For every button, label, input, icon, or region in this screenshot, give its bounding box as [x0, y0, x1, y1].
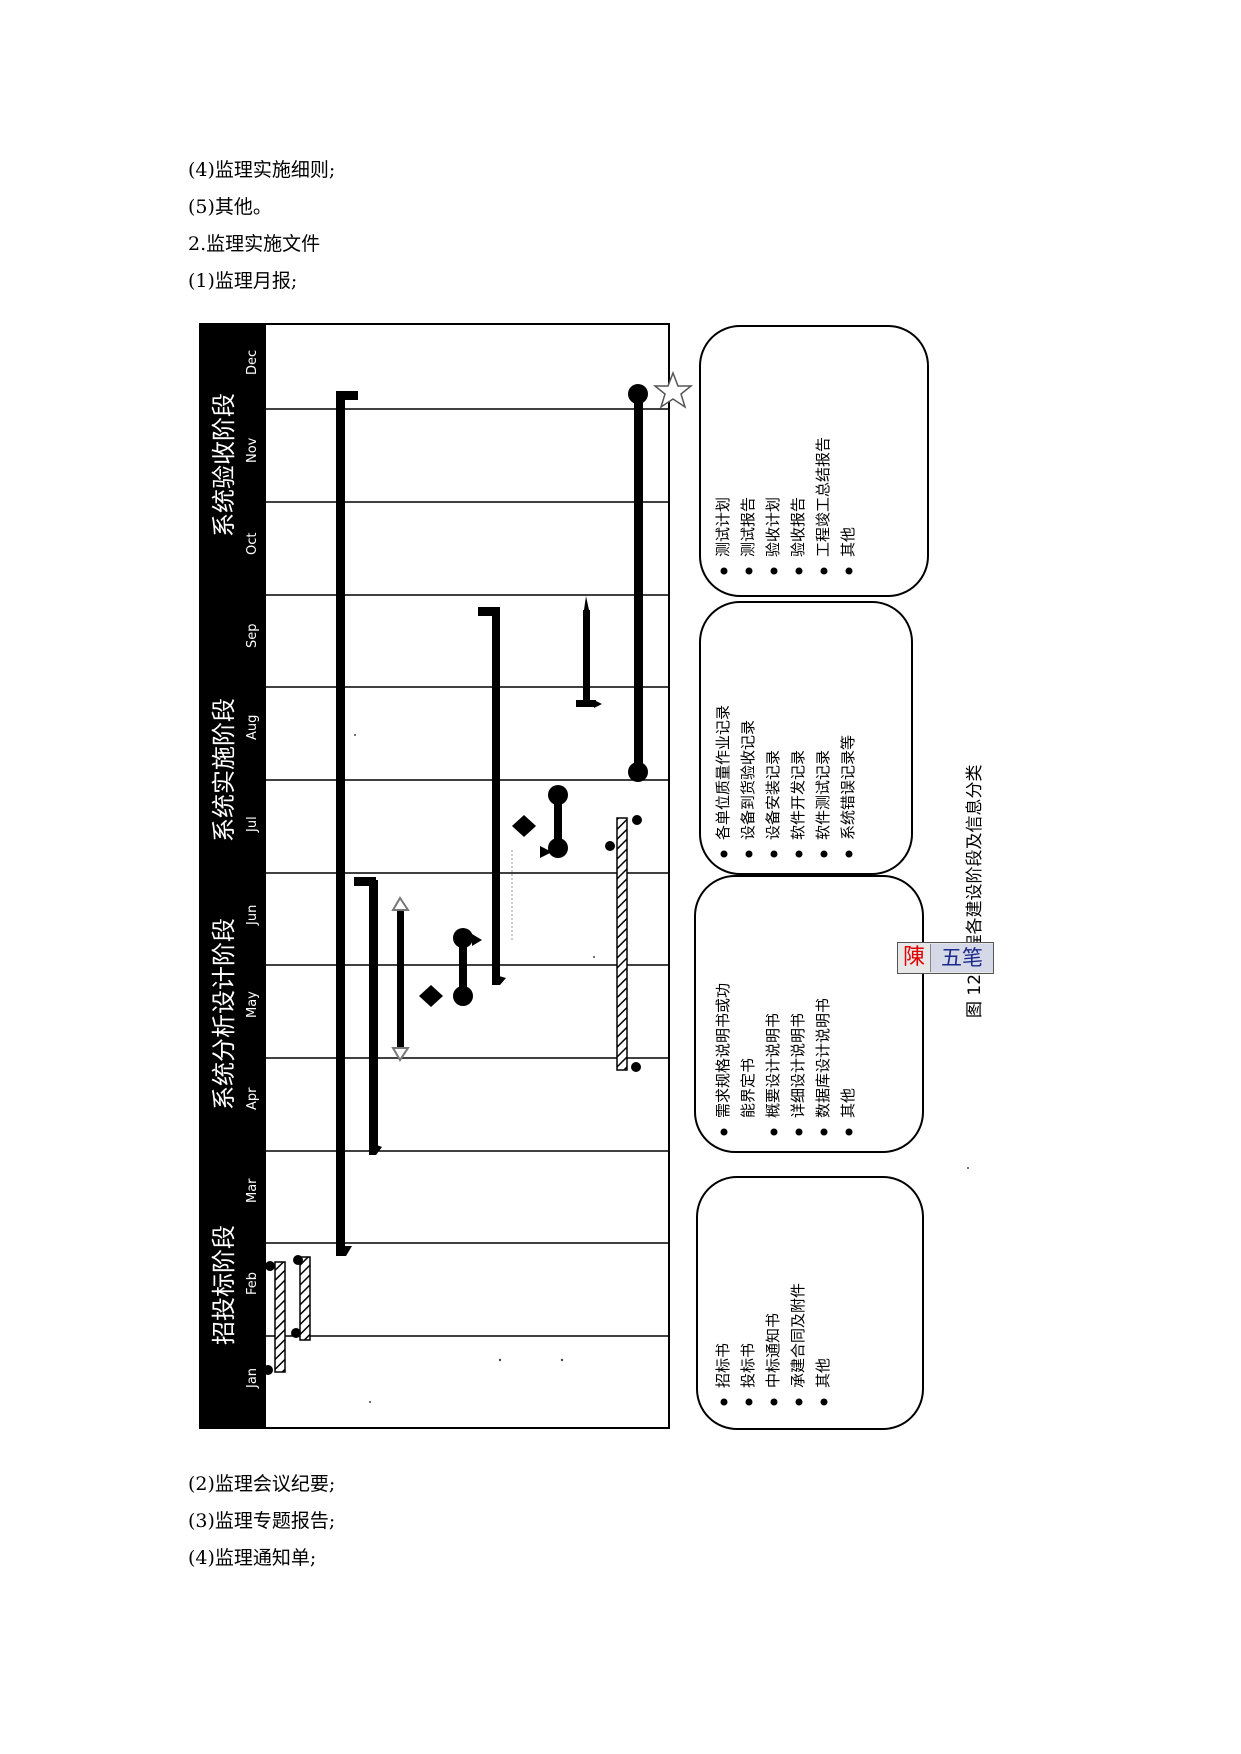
- paragraph-5: (3)监理专题报告;: [188, 1510, 336, 1532]
- list-item: 系统错误记录等: [839, 735, 857, 840]
- month-label-apr: Apr: [245, 1087, 260, 1110]
- diamond-marker: [512, 815, 536, 837]
- list-item: 招标书: [714, 1343, 732, 1388]
- dumbbell-marker: [453, 928, 482, 1006]
- month-label-dec: Dec: [245, 350, 260, 375]
- month-label-oct: Oct: [245, 533, 260, 555]
- section-heading: 2.监理实施文件: [188, 233, 321, 255]
- bidding-bars: [263, 1255, 311, 1375]
- hatched-bar: [299, 1256, 311, 1341]
- list-item: 投标书: [739, 1343, 757, 1388]
- paragraph-4: (2)监理会议纪要;: [188, 1473, 336, 1495]
- acceptance-duration-bar: [628, 384, 648, 782]
- month-header-band: [200, 324, 266, 1428]
- design-duration-bar: [354, 877, 382, 1155]
- list-item: 详细设计说明书: [789, 1013, 807, 1118]
- diamond-marker: [419, 985, 443, 1007]
- hatched-bar: [274, 1261, 286, 1373]
- ime-status-bar[interactable]: 陳 五笔: [897, 942, 994, 974]
- month-label-aug: Aug: [245, 715, 260, 740]
- month-label-jul: Jul: [245, 816, 260, 833]
- list-item: 设备到货验收记录: [739, 720, 757, 840]
- info-box-bidding: [696, 1176, 924, 1430]
- list-item: 验收计划: [764, 497, 782, 557]
- paragraph-1: (4)监理实施细则;: [188, 159, 336, 181]
- list-item: 各单位质量作业记录: [714, 705, 732, 840]
- phase-label-bidding: 招投标阶段: [210, 1225, 238, 1345]
- hatched-bar-implementation: [605, 815, 642, 1072]
- chart-frame: [199, 323, 670, 1429]
- implementation-duration-bar: [478, 607, 506, 985]
- list-item: 设备安装记录: [764, 750, 782, 840]
- box-design-items: 需求规格说明书或功 能界定书 概要设计说明书 详细设计说明书 数据库设计说明书 …: [714, 983, 857, 1118]
- list-item: 承建合同及附件: [789, 1283, 807, 1388]
- list-item: 测试报告: [739, 497, 757, 557]
- month-gridlines: [266, 408, 669, 1337]
- milestone-dot: [263, 1365, 273, 1375]
- info-box-implementation: [699, 601, 913, 875]
- list-item: 需求规格说明书或功: [714, 983, 732, 1118]
- milestone-dot: [293, 1255, 303, 1265]
- list-item: 能界定书: [739, 1058, 757, 1118]
- paragraph-2: (5)其他。: [188, 196, 272, 218]
- paragraph-3: (1)监理月报;: [188, 270, 298, 292]
- milestone-dot: [265, 1261, 275, 1271]
- list-item: 概要设计说明书: [764, 1013, 782, 1118]
- short-vertical-bar: [576, 596, 602, 708]
- info-box-design: [694, 875, 924, 1153]
- month-label-feb: Feb: [245, 1272, 260, 1295]
- month-label-sep: Sep: [245, 623, 260, 648]
- ime-char-indicator[interactable]: 陳: [902, 945, 925, 970]
- month-label-may: May: [245, 991, 260, 1018]
- bullet-icons: [720, 567, 853, 1406]
- month-label-mar: Mar: [245, 1178, 260, 1203]
- month-label-jan: Jan: [245, 1368, 260, 1389]
- box-acceptance-items: 测试计划 测试报告 验收计划 验收报告 工程竣工总结报告 其他: [714, 437, 857, 557]
- list-item: 中标通知书: [764, 1313, 782, 1388]
- box-implementation-items: 各单位质量作业记录 设备到货验收记录 设备安装记录 软件开发记录 软件测试记录 …: [714, 705, 857, 840]
- list-item: 其他: [839, 1088, 857, 1118]
- month-label-jun: Jun: [245, 905, 260, 926]
- box-bidding-items: 招标书 投标书 中标通知书 承建合同及附件 其他: [714, 1283, 832, 1388]
- phase-label-implementation: 系统实施阶段: [210, 698, 238, 842]
- list-item: 软件开发记录: [789, 750, 807, 840]
- ime-mode-indicator[interactable]: 五笔: [930, 944, 993, 972]
- list-item: 其他: [839, 527, 857, 557]
- list-item: 测试计划: [714, 497, 732, 557]
- info-box-acceptance: [699, 325, 929, 597]
- figure-caption: 图 12 工程各建设阶段及信息分类: [965, 765, 985, 1018]
- paragraph-6: (4)监理通知单;: [188, 1547, 317, 1569]
- list-item: 其他: [814, 1358, 832, 1388]
- list-item: 软件测试记录: [814, 750, 832, 840]
- dumbbell-marker: [540, 785, 568, 858]
- milestone-dot: [291, 1328, 301, 1338]
- list-item: 验收报告: [789, 497, 807, 557]
- phase-label-acceptance: 系统验收阶段: [210, 393, 238, 537]
- list-item: 工程竣工总结报告: [814, 437, 832, 557]
- phase-label-design: 系统分析设计阶段: [210, 918, 238, 1110]
- month-label-nov: Nov: [245, 437, 260, 463]
- overall-duration-bar: [336, 391, 358, 1256]
- grey-arrow-bar: [391, 896, 410, 1062]
- list-item: 数据库设计说明书: [814, 998, 832, 1118]
- star-icon: [652, 370, 694, 409]
